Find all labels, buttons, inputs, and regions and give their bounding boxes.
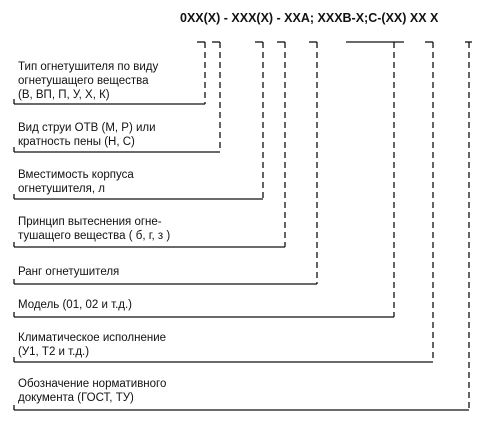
label-jet-type-line-1: Вид струи ОТВ (М, Р) или bbox=[18, 122, 156, 134]
leader-extinguisher-type bbox=[13, 41, 206, 105]
label-body-capacity-line-2: огнетушителя, л bbox=[18, 183, 105, 195]
label-displacement-principle: Принцип вытеснения огне- тушащего вещест… bbox=[18, 216, 170, 242]
leader-model bbox=[13, 41, 404, 318]
label-rank: Ранг огнетушителя bbox=[18, 266, 119, 278]
leader-body-capacity bbox=[13, 41, 264, 200]
label-displacement-principle-line-1: Принцип вытеснения огне- bbox=[18, 216, 162, 228]
leader-rank bbox=[13, 41, 318, 285]
label-rank-line-1: Ранг огнетушителя bbox=[18, 266, 119, 278]
leader-normative-document bbox=[13, 41, 472, 411]
label-normative-document-line-2: документа (ГОСТ, ТУ) bbox=[18, 392, 134, 404]
label-climatic-version-line-1: Климатическое исполнение bbox=[18, 332, 166, 344]
label-extinguisher-type-line-3: (В, ВП, П, У, Х, К) bbox=[18, 89, 110, 101]
label-jet-type-line-2: кратность пены (Н, С) bbox=[18, 136, 135, 148]
label-climatic-version-line-2: (У1, Т2 и т.д.) bbox=[18, 346, 89, 358]
label-displacement-principle-line-2: тушащего вещества ( б, г, з ) bbox=[18, 230, 170, 242]
label-body-capacity-line-1: Вместимость корпуса bbox=[18, 169, 134, 181]
label-extinguisher-type-line-2: огнетушащего вещества bbox=[18, 75, 149, 87]
label-normative-document-line-1: Обозначение нормативного bbox=[18, 378, 166, 390]
label-climatic-version: Климатическое исполнение (У1, Т2 и т.д.) bbox=[18, 332, 166, 358]
leader-jet-type bbox=[13, 41, 221, 153]
leader-displacement-principle bbox=[13, 41, 286, 248]
code-string: 0ХХ(Х) - ХХХ(Х) - ХХА; ХХХВ-Х;С-(ХХ) ХХ … bbox=[180, 11, 439, 25]
label-jet-type: Вид струи ОТВ (М, Р) или кратность пены … bbox=[18, 122, 156, 148]
leader-climatic-version bbox=[13, 41, 434, 363]
label-model-line-1: Модель (01, 02 и т.д.) bbox=[18, 299, 132, 311]
label-model: Модель (01, 02 и т.д.) bbox=[18, 299, 132, 311]
leader-lines bbox=[13, 41, 472, 411]
label-normative-document: Обозначение нормативного документа (ГОСТ… bbox=[18, 378, 166, 404]
label-extinguisher-type-line-1: Тип огнетушителя по виду bbox=[18, 61, 158, 73]
label-body-capacity: Вместимость корпуса огнетушителя, л bbox=[18, 169, 134, 195]
label-extinguisher-type: Тип огнетушителя по виду огнетушащего ве… bbox=[18, 61, 158, 101]
